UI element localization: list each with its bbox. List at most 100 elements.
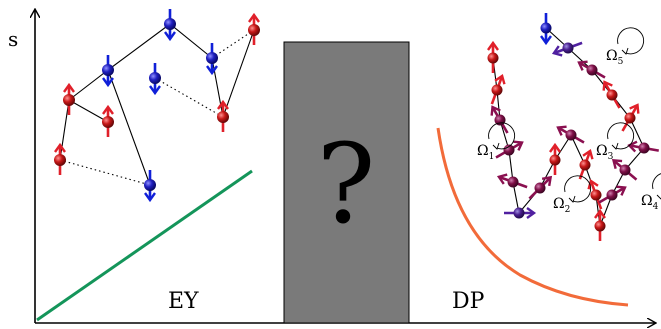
spin-arrowhead [248,12,260,23]
rotation-arrowhead-icon [568,195,576,203]
spin-arrowhead [549,142,561,153]
spin-up-particle [248,12,260,45]
spin-arrowhead [54,142,66,153]
spin-ball [606,189,618,201]
spin-ball [54,154,66,166]
precessing-spin-particle [490,73,506,105]
spin-up-particle [63,82,75,115]
precessing-spin-particle [578,148,594,180]
spin-ball [586,64,598,76]
spin-up-particle [217,99,229,132]
omega-symbol: Ω3 [596,143,614,162]
spin-arrowhead [494,73,506,85]
spin-arrowhead [551,45,563,57]
dp-spins [487,13,659,241]
precessing-spin-particle [598,185,627,204]
precessing-spin-particle [577,60,606,79]
spin-arrowhead [513,140,524,151]
spin-arrowhead [63,82,75,93]
precessing-spin-particle [495,140,524,159]
omega-symbol: Ω4 [641,193,659,212]
spin-ball [549,154,561,166]
spin-up-particle [102,104,114,137]
precessing-spin-particle [549,142,561,175]
omega-symbol: Ω1 [477,143,494,162]
spin-arrowhead [526,207,537,219]
omega-subscript: 2 [565,205,571,215]
spin-arrowhead [490,105,501,116]
spin-ball [248,24,260,36]
spin-down-particle [206,43,218,76]
rotation-arrowhead-icon [492,142,500,150]
unknown-panel: ? [283,41,410,324]
ey-spins [54,9,260,203]
dp-trajectory-1 [492,57,520,214]
spin-ball [579,159,591,171]
omega-label-5: Ω5 [606,27,645,67]
spin-arrowhead [149,85,161,96]
rotation-arrow-icon [617,27,645,55]
ey-trajectory-1 [59,99,109,161]
spin-arrowhead [496,173,508,185]
spin-arrowhead [611,159,623,169]
ey-trajectory-3 [107,23,255,120]
question-mark: ? [317,120,376,248]
spin-arrowhead [629,103,640,114]
ey-panel: EY [36,9,260,322]
y-axis-label: s [8,27,18,51]
rotation-arrowhead-icon [621,47,629,55]
precessing-spin-particle [551,41,583,57]
spin-arrowhead [582,148,594,160]
precessing-spin-particle [487,40,499,73]
spin-down-particle [149,63,161,96]
ey-linear-line [36,169,253,322]
ey-jump-2 [154,77,224,118]
spin-down-particle [144,170,156,203]
omega-label-3: Ω3 [596,122,635,162]
omega-subscript: 1 [489,152,495,162]
spin-ball [63,94,75,106]
spin-arrowhead [217,99,229,110]
rotation-arrow-icon [652,173,661,199]
precessing-spin-particle [594,208,606,241]
ey-jump-1 [59,159,151,186]
precessing-spin-particle [496,173,528,189]
spin-ball [594,220,606,232]
precessing-spin-particle [504,207,537,219]
precessing-spin-particle [602,80,621,109]
omega-symbol: Ω2 [553,196,570,215]
omega-subscript: 5 [618,57,624,67]
unknown-box [283,41,410,324]
dp-label: DP [452,289,485,314]
precessing-spin-particle [627,140,659,154]
spin-ball [534,182,546,194]
spin-ball [590,189,602,201]
spin-ball [102,64,114,76]
spin-ball [491,84,503,96]
spin-ball [206,52,218,64]
ey-label: EY [168,289,199,314]
rotation-arrowhead-icon [611,142,619,150]
spin-ball [217,111,229,123]
omega-symbol: Ω5 [606,48,624,67]
spin-down-particle [164,9,176,42]
precessing-spin-particle [611,159,638,181]
precessing-spin-particle [490,105,509,134]
ey-jump-3 [211,29,255,59]
spin-arrowhead [541,175,553,187]
spin-ball [507,176,519,188]
spin-ball [164,18,176,30]
spin-arrowhead [556,125,567,136]
spin-ball [503,144,515,156]
spin-arrowhead [144,192,156,203]
spin-ball [562,42,574,54]
precessing-spin-particle [621,103,640,132]
rotation-arrowhead-icon [656,194,661,200]
spin-ball [487,52,499,64]
spin-arrowhead [587,178,599,190]
spin-arrowhead [102,104,114,115]
omega-label-2: Ω2 [553,175,592,215]
